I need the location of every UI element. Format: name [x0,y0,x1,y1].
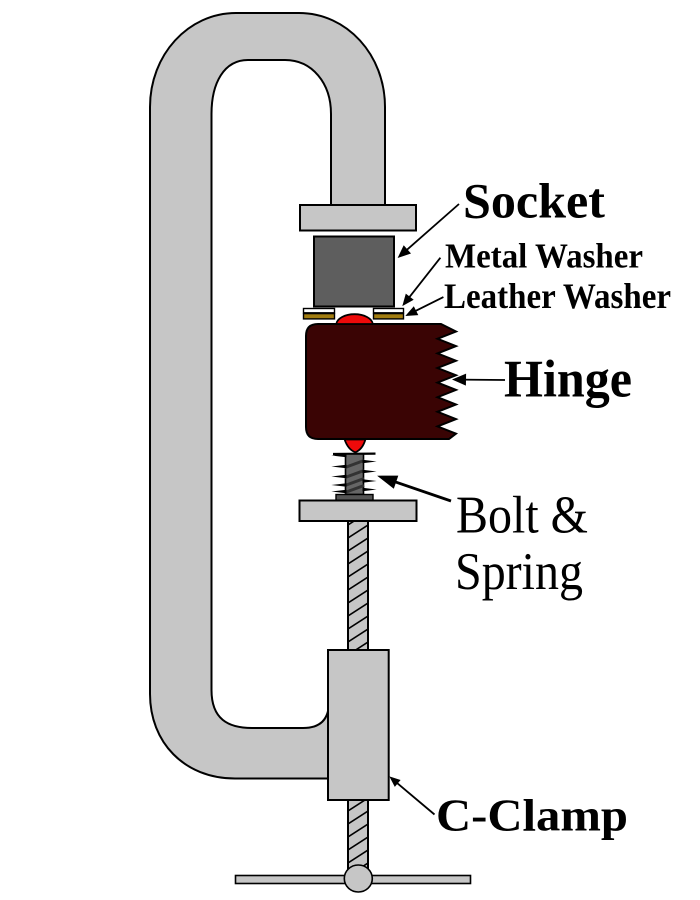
svg-text:Socket: Socket [463,173,605,229]
svg-text:Metal Washer: Metal Washer [445,236,643,275]
svg-text:Hinge: Hinge [504,351,632,409]
svg-text:Spring: Spring [455,543,583,601]
svg-text:Leather Washer: Leather Washer [444,276,671,316]
svg-text:Bolt &: Bolt & [456,487,588,545]
svg-text:C-Clamp: C-Clamp [436,790,628,841]
